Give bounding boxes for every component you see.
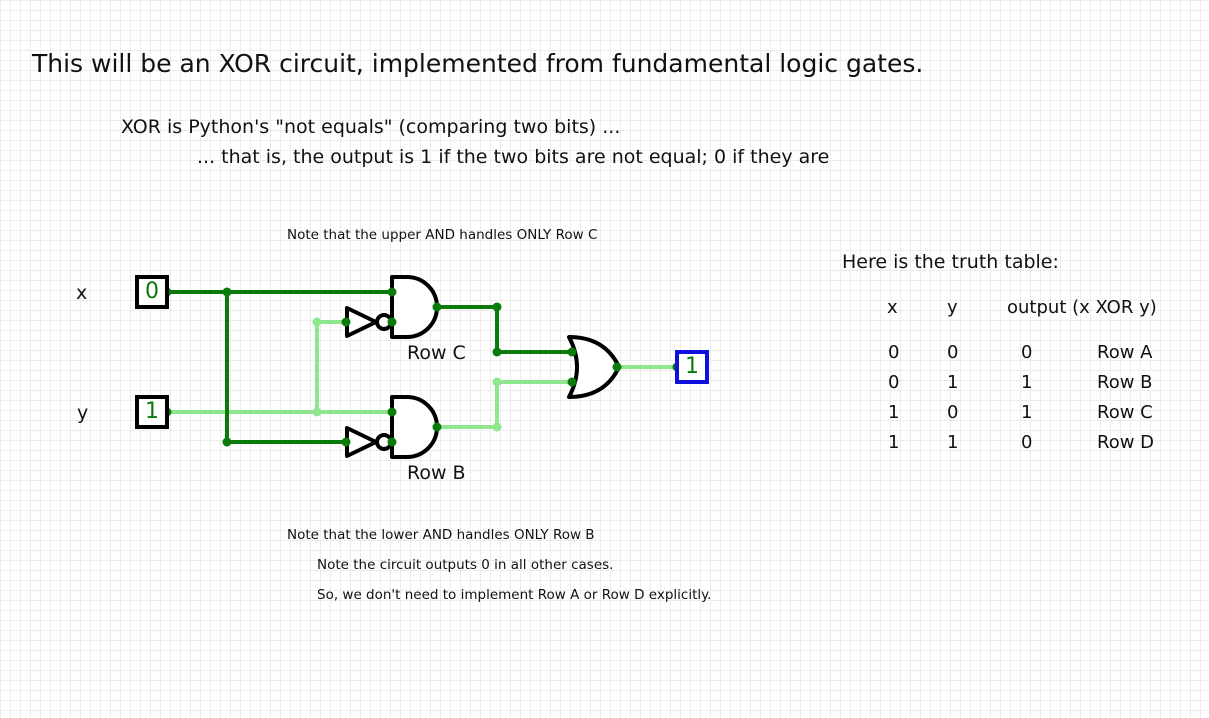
cell-output: 0 xyxy=(1021,432,1033,453)
cell-y: 0 xyxy=(947,342,959,363)
cell-y: 0 xyxy=(947,402,959,423)
note-upper-and: Note that the upper AND handles ONLY Row… xyxy=(287,227,598,243)
input-x-pin[interactable]: 0 xyxy=(135,275,169,309)
truth-table-title: Here is the truth table: xyxy=(842,251,1059,273)
not-gate-upper xyxy=(345,306,393,338)
input-x-label: x xyxy=(76,282,88,304)
cell-y: 1 xyxy=(947,432,959,453)
cell-row-name: Row C xyxy=(1097,402,1153,423)
wire-x-net xyxy=(165,290,574,444)
subtitle-line-1: XOR is Python's "not equals" (comparing … xyxy=(121,116,621,138)
cell-row-name: Row A xyxy=(1097,342,1153,363)
input-y-label: y xyxy=(77,402,89,424)
truth-table-header-output: output (x XOR y) xyxy=(1007,297,1157,318)
cell-x: 0 xyxy=(888,342,900,363)
cell-x: 0 xyxy=(888,372,900,393)
and-gate-lower xyxy=(390,395,439,459)
page-title: This will be an XOR circuit, implemented… xyxy=(32,49,924,78)
cell-x: 1 xyxy=(888,432,900,453)
cell-row-name: Row B xyxy=(1097,372,1153,393)
cell-output: 1 xyxy=(1021,402,1033,423)
note-lower-and: Note that the lower AND handles ONLY Row… xyxy=(287,527,595,543)
cell-row-name: Row D xyxy=(1097,432,1155,453)
output-pin: 1 xyxy=(675,350,709,384)
cell-y: 1 xyxy=(947,372,959,393)
subtitle-line-2: ... that is, the output is 1 if the two … xyxy=(197,146,830,168)
note-no-need: So, we don't need to implement Row A or … xyxy=(317,587,712,603)
cell-output: 1 xyxy=(1021,372,1033,393)
input-y-pin[interactable]: 1 xyxy=(135,395,169,429)
junction-dots xyxy=(162,287,682,447)
cell-output: 0 xyxy=(1021,342,1033,363)
truth-table-header-y: y xyxy=(947,297,958,318)
cell-x: 1 xyxy=(888,402,900,423)
truth-table-header-x: x xyxy=(887,297,898,318)
and-gate-lower-label: Row B xyxy=(407,462,466,484)
and-gate-upper xyxy=(390,275,439,339)
and-gate-upper-label: Row C xyxy=(407,342,466,364)
not-gate-lower xyxy=(345,426,393,458)
or-gate xyxy=(567,335,621,399)
note-other-cases: Note the circuit outputs 0 in all other … xyxy=(317,557,614,573)
